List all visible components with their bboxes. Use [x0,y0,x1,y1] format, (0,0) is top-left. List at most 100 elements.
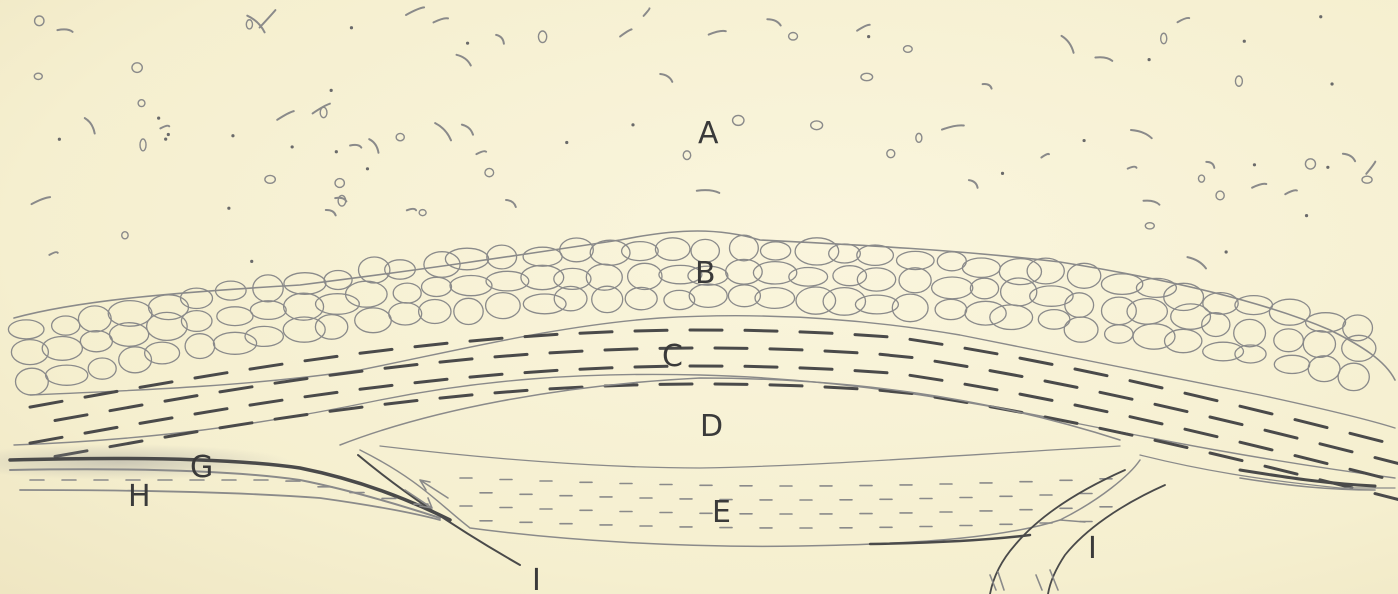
shale-dash [825,351,857,353]
scatter-mark [350,26,353,29]
shale-dash [1100,428,1132,435]
shale-dash [990,371,1022,377]
scatter-mark [396,133,404,140]
cobble [1065,293,1094,318]
scatter-mark [246,20,252,29]
shale-dash [110,405,142,411]
cobble [445,248,488,270]
cobble [730,235,759,261]
cobble [1136,278,1176,297]
scatter-mark [32,197,51,204]
cobble [1027,258,1064,284]
cobble [315,315,347,340]
cobble [284,293,324,320]
shale-dash [965,348,997,354]
cobble [454,298,483,324]
scatter-mark [250,260,253,263]
scatter-mark [644,8,650,16]
scatter-mark [867,35,870,38]
shale-dash [1265,466,1297,474]
cobble [795,238,839,265]
shale-dash [635,330,667,331]
scatter-mark [496,35,504,44]
shale-dash [1155,404,1187,411]
scatter-mark [160,126,169,129]
cobble [829,244,861,263]
fault-i-right [870,470,1165,594]
shale-dash [330,407,362,411]
scatter-mark [167,133,170,136]
cobble [486,293,521,319]
cobble [560,238,594,262]
scatter-mark [1082,139,1085,142]
scatter-mark [857,25,870,31]
scatter-mark [407,209,416,211]
shale-dash [360,385,392,389]
shale-dash [55,415,87,421]
cobble [628,263,662,289]
cobble [857,268,895,291]
scatter-mark [265,175,275,183]
cobble [990,305,1033,330]
scatter-mark [164,138,167,141]
shale-dash [1240,406,1272,414]
shale-dash [415,343,447,346]
scatter-mark [34,73,42,79]
scatter-mark [1285,190,1297,194]
scatter-mark [462,125,473,135]
cobble [450,276,492,296]
scatter-mark [767,19,780,25]
shale-dash [1020,358,1052,364]
shale-dash [385,401,417,405]
scatter-mark [335,150,338,153]
shale-dash [415,379,447,382]
scatter-mark [1216,191,1224,200]
shale-dash [220,423,252,428]
shale-dash [550,351,582,353]
shale-dash [220,387,252,392]
scatter-mark [1362,176,1372,183]
scatter-mark [1326,166,1329,169]
scatter-mark [419,210,426,216]
cobble [119,347,152,373]
shale-dash [1185,393,1217,401]
cobble [147,312,188,340]
scatter-mark [1366,162,1375,174]
cobble [1105,325,1133,343]
scatter-mark [1178,18,1190,22]
cobble [78,306,111,332]
scatter-mark [132,63,142,73]
shale-dash [250,364,282,369]
scatter-mark [1206,162,1214,168]
scatter-mark [35,16,44,26]
shale-dash [495,354,527,357]
shale-dash [250,400,282,405]
cobble [1303,331,1335,358]
label-a: A [698,116,719,151]
scatter-mark [1343,154,1355,162]
shale-dash [1130,381,1162,388]
scatter-mark [789,33,798,41]
shale-dash [1350,469,1382,477]
scatter-mark [1062,36,1074,53]
scatter-mark [1305,159,1315,169]
cobble [355,308,392,333]
shale-dash [1350,433,1382,441]
cobble [422,277,452,296]
shale-dash [30,437,62,443]
cobble [855,295,898,314]
label-c: C [662,339,683,374]
scatter-mark [330,89,333,92]
shale-dash [745,330,777,331]
scatter-mark [1252,184,1266,188]
shale-dash [1295,420,1327,428]
shale-dash [305,356,337,360]
cobble [52,316,80,335]
label-i-left: I [532,563,541,594]
shale-dash [770,385,802,386]
scatter-mark [631,123,634,126]
shale-dash [910,375,942,380]
shale-dash [770,349,802,350]
shale-dash [525,370,557,372]
shale-dash [440,395,472,398]
